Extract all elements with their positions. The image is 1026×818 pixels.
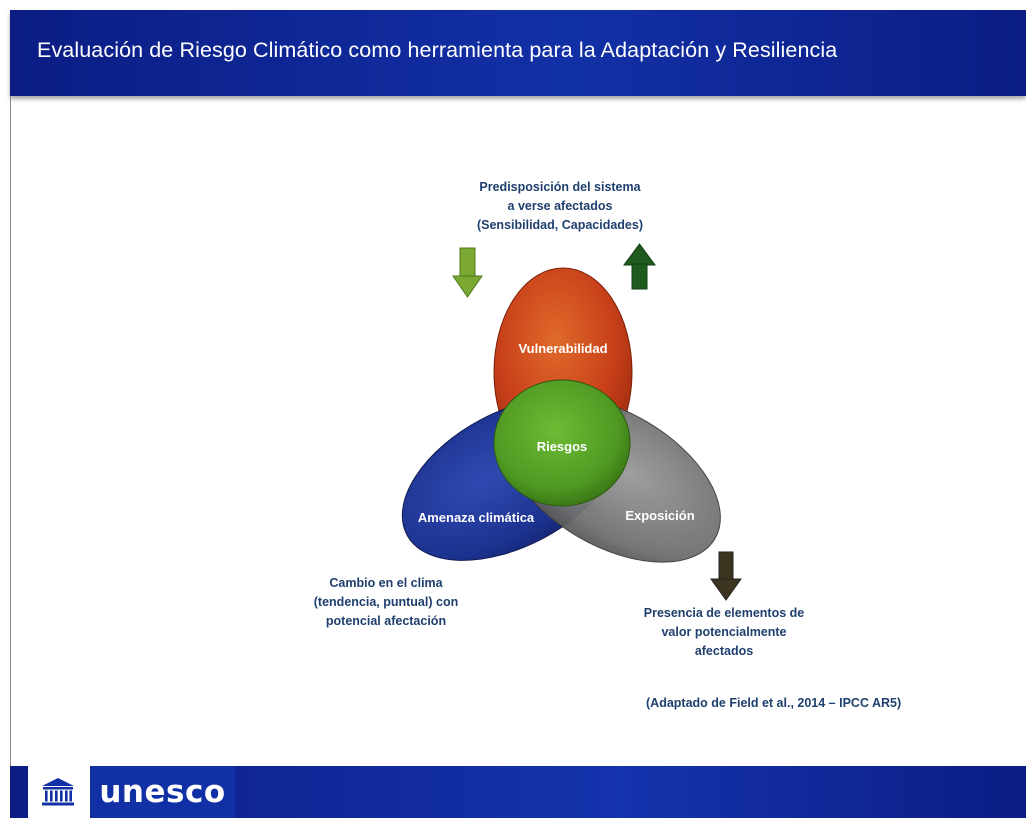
exposure-label: Exposición <box>625 508 694 523</box>
arrow-down-bottom-icon <box>710 551 742 601</box>
page-title: Evaluación de Riesgo Climático como herr… <box>37 38 838 62</box>
exposure-description-line: afectados <box>694 644 754 658</box>
hazard-label: Amenaza climática <box>418 510 535 525</box>
hazard-description-line: (tendencia, puntual) con <box>313 595 459 609</box>
risk-circle <box>493 379 631 507</box>
vulnerability-description-line: Predisposición del sistema <box>479 180 641 194</box>
vulnerability-description: Predisposición del sistema a verse afect… <box>460 178 660 235</box>
title-bar: Evaluación de Riesgo Climático como herr… <box>10 10 1026 96</box>
vulnerability-description-line: a verse afectados <box>507 199 613 213</box>
unesco-logo-wordmark: unesco <box>88 766 235 818</box>
unesco-logo-text: unesco <box>99 774 226 810</box>
slide-left-border <box>10 96 11 766</box>
hazard-description-line: Cambio en el clima <box>329 576 443 590</box>
arrow-up-right-icon <box>623 243 656 290</box>
hazard-description: Cambio en el clima (tendencia, puntual) … <box>296 574 476 631</box>
footer-bar: unesco <box>10 766 1026 818</box>
unesco-temple-icon <box>42 778 74 806</box>
risk-diagram: Vulnerabilidad Riesgos Amenaza climática… <box>401 243 742 601</box>
vulnerability-description-line: (Sensibilidad, Capacidades) <box>476 218 643 232</box>
vulnerability-label: Vulnerabilidad <box>518 341 607 356</box>
exposure-description: Presencia de elementos de valor potencia… <box>624 604 824 661</box>
hazard-description-line: potencial afectación <box>325 614 447 628</box>
risk-label: Riesgos <box>537 439 588 454</box>
unesco-logo-emblem <box>28 766 88 818</box>
citation-text: (Adaptado de Field et al., 2014 – IPCC A… <box>646 696 902 710</box>
exposure-description-line: Presencia de elementos de <box>643 606 805 620</box>
exposure-description-line: valor potencialmente <box>661 625 787 639</box>
arrow-down-left-icon <box>452 247 483 298</box>
